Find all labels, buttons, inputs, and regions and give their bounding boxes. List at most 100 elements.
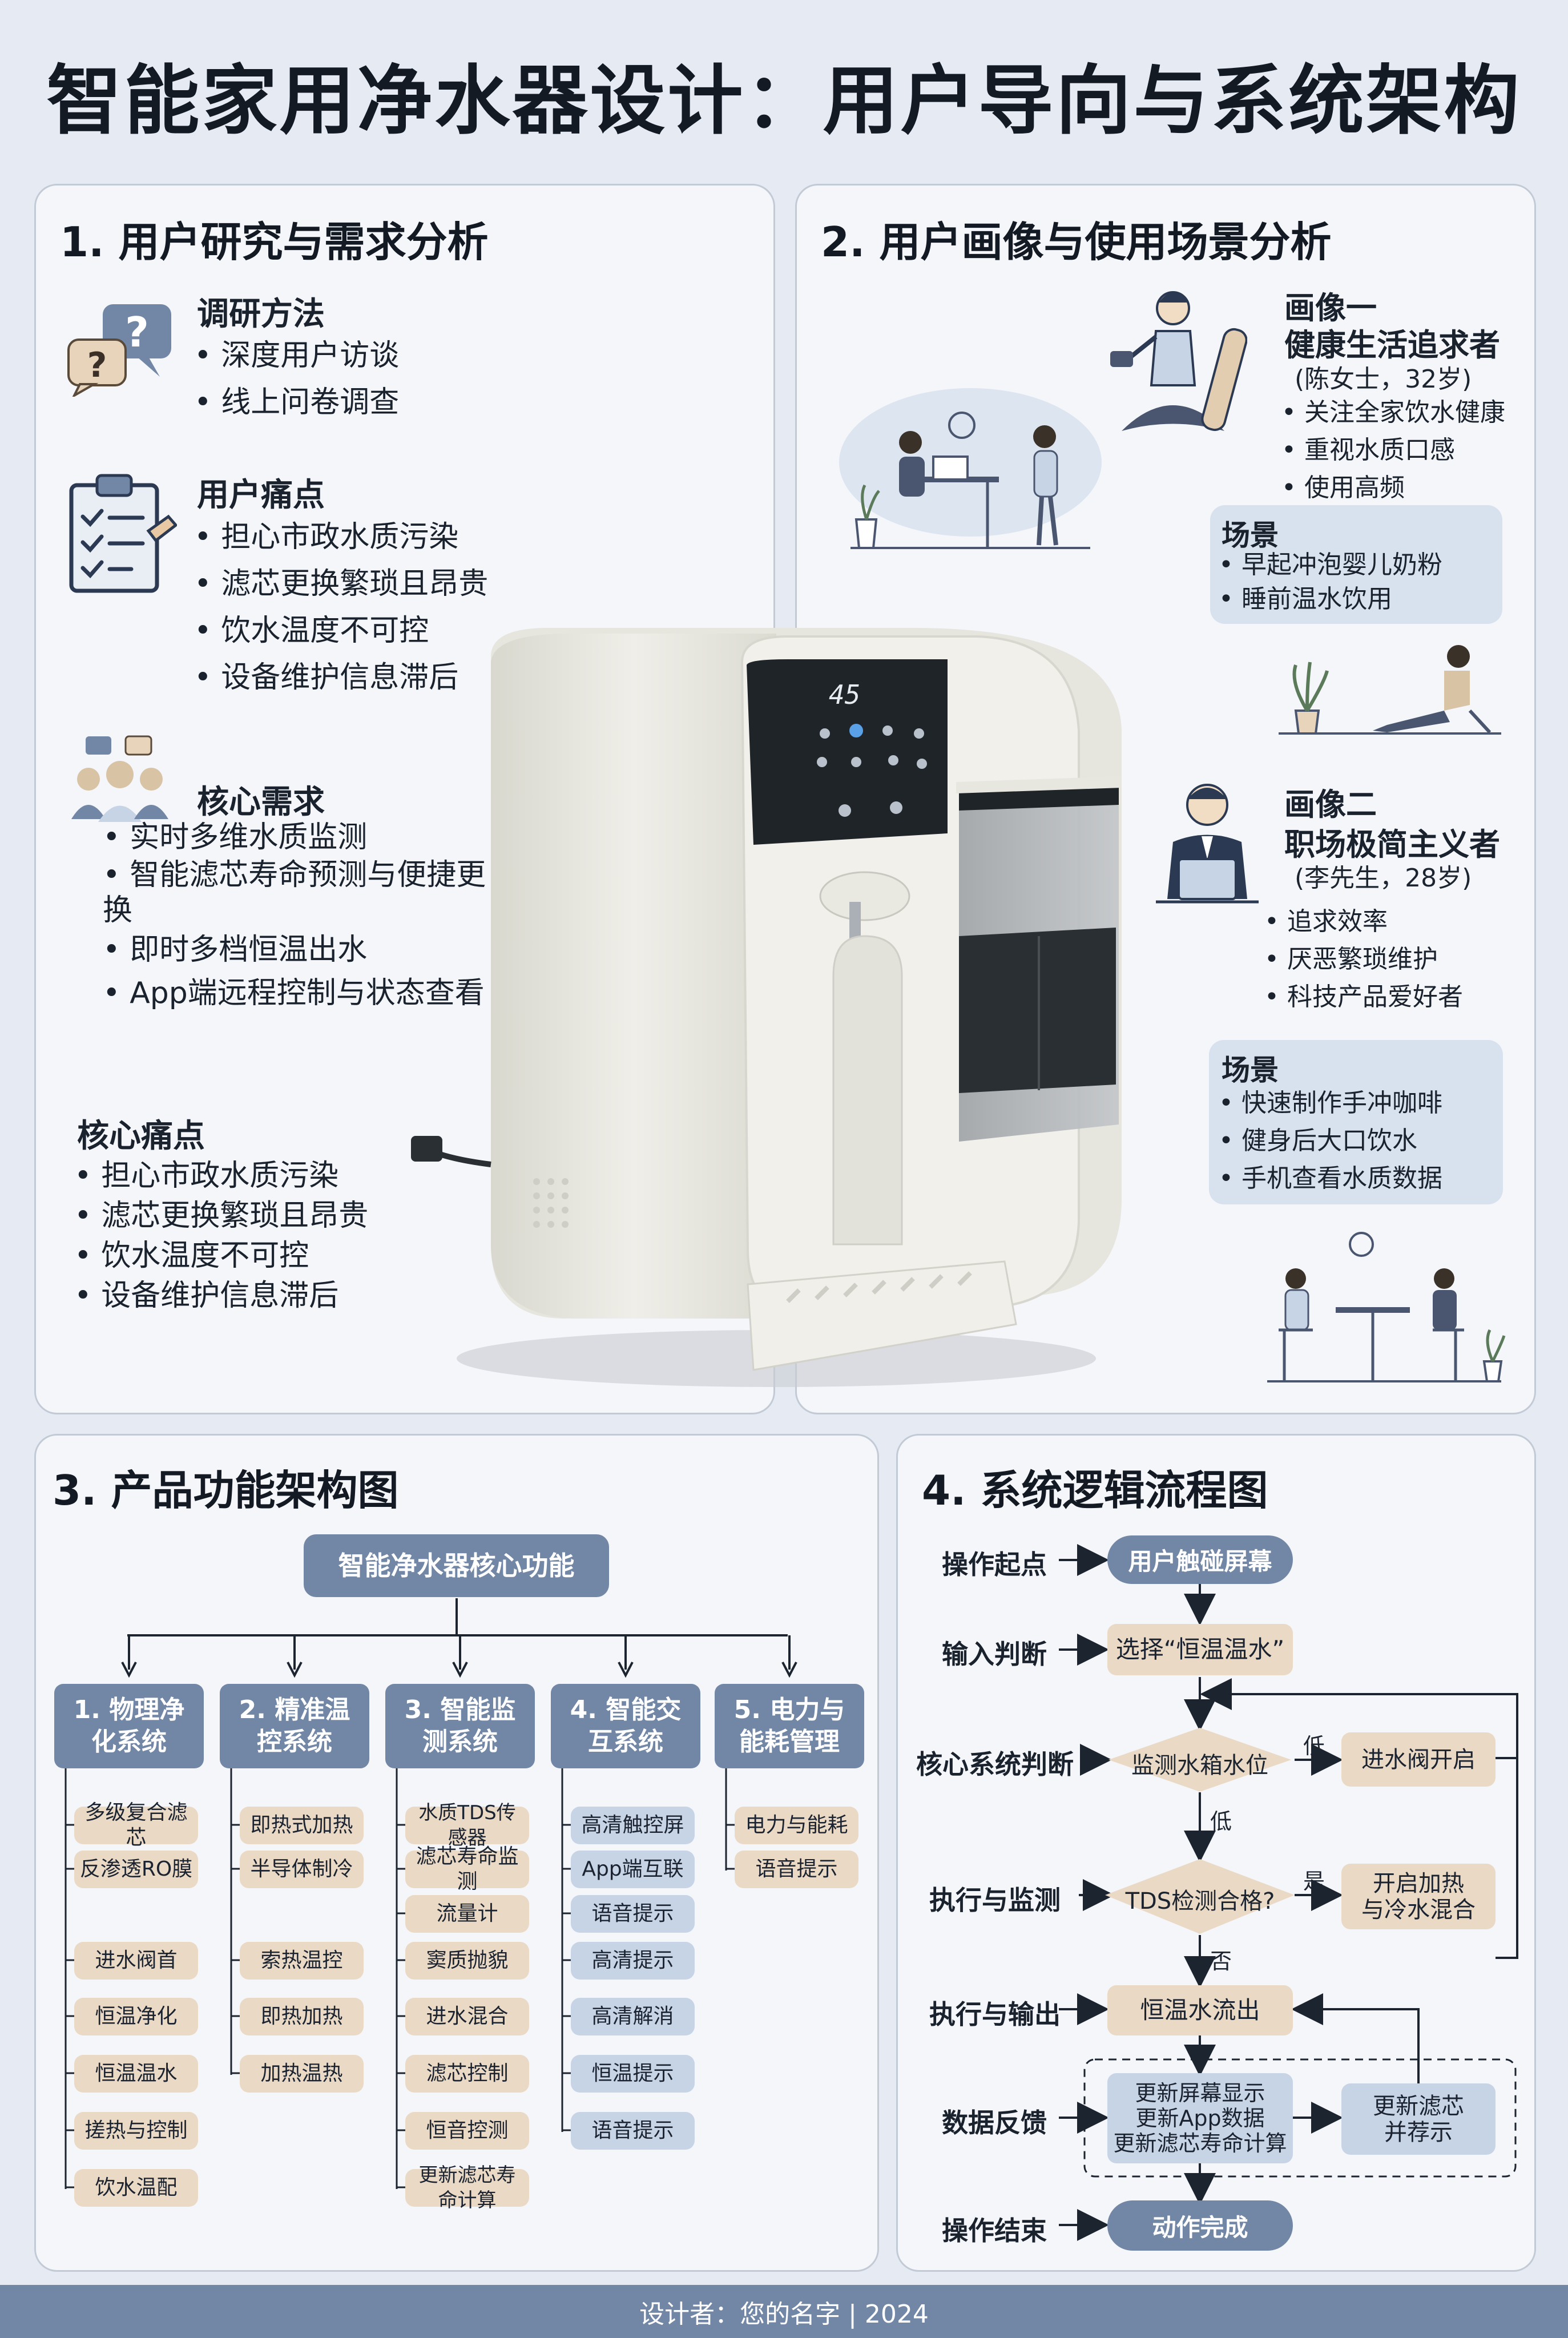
list-item: 健身后大口饮水 — [1219, 1122, 1442, 1160]
research-heading: 调研方法 — [197, 296, 325, 333]
flow-tds-check: TDS检测合格? — [1125, 1888, 1275, 1914]
architecture-item: 饮水温配 — [74, 2169, 198, 2207]
architecture-item: 流量计 — [405, 1895, 529, 1933]
list-item: 追求效率 — [1264, 903, 1463, 941]
architecture-item: 进水混合 — [405, 1998, 529, 2035]
list-item: 饮水温度不可控 — [74, 1236, 368, 1276]
list-item: 滤芯更换繁琐且昂贵 — [194, 561, 488, 607]
architecture-item: 恒温净化 — [74, 1998, 198, 2035]
architecture-item: 即热加热 — [240, 1998, 364, 2035]
list-item: 担心市政水质污染 — [74, 1156, 368, 1196]
architecture-item: 恒音控测 — [405, 2112, 529, 2150]
flow-level-check: 监测水箱水位 — [1131, 1752, 1268, 1779]
water-purifier-illustration — [411, 628, 1122, 1387]
page-title: 智能家用净水器设计：用户导向与系统架构 — [46, 57, 1522, 145]
architecture-item: 即热式加热 — [240, 1807, 364, 1844]
scene1-list: 早起冲泡婴儿奶粉 睡前温水饮用 — [1219, 548, 1442, 616]
needs-list: 实时多维水质监测 智能滤芯寿命预测与便捷更换 即时多档恒温出水 App端远程控制… — [103, 817, 491, 1015]
persona2-label: 画像二 — [1284, 787, 1377, 823]
architecture-item: 恒温温水 — [74, 2055, 198, 2093]
list-item: 实时多维水质监测 — [103, 817, 491, 857]
flow-update-screen: 更新屏幕显示 — [1135, 2081, 1265, 2106]
panel1-title: 1. 用户研究与需求分析 — [60, 218, 489, 266]
flow-label-execute-output: 执行与输出 — [929, 1999, 1061, 2030]
architecture-item: 进水阀首 — [74, 1942, 198, 1980]
panel2-title: 2. 用户画像与使用场景分析 — [821, 218, 1332, 266]
architecture-item: 反渗透RO膜 — [74, 1851, 198, 1888]
office-scene-illustration — [839, 388, 1102, 549]
list-item: 深度用户访谈 — [194, 332, 399, 379]
persona1-label: 画像一 — [1284, 290, 1377, 326]
chat-bubbles-icon: ? ? — [67, 304, 171, 397]
scene2-heading: 场景 — [1222, 1054, 1279, 1087]
flow-tds-no: 否 — [1210, 1949, 1232, 1974]
research-list: 深度用户访谈 线上问卷调查 — [194, 332, 399, 426]
list-item: 厌恶繁琐维护 — [1264, 941, 1463, 978]
device-temperature-display: 45 — [829, 679, 861, 710]
list-item: 线上问卷调查 — [194, 379, 399, 426]
architecture-item: 窦质抛貌 — [405, 1942, 529, 1980]
architecture-item: 加热温热 — [240, 2055, 364, 2093]
flow-label-start: 操作起点 — [942, 1549, 1047, 1580]
flow-label-input: 输入判断 — [942, 1639, 1047, 1670]
businessman-illustration — [1156, 784, 1259, 904]
flow-update-app: 更新App数据 — [1135, 2106, 1265, 2131]
svg-text:?: ? — [125, 308, 149, 356]
architecture-item: App端互联 — [571, 1851, 695, 1888]
flow-label-feedback: 数据反馈 — [942, 2107, 1047, 2138]
architecture-column-head: 5. 电力与能耗管理 — [715, 1684, 864, 1768]
clipboard-icon — [69, 474, 177, 593]
flow-update-filter-life: 更新滤芯寿命计算 — [1113, 2131, 1287, 2156]
pain-heading: 用户痛点 — [197, 477, 325, 514]
list-item: 即时多档恒温出水 — [103, 928, 491, 972]
list-item: 关注全家饮水健康 — [1281, 394, 1505, 432]
panel3-title: 3. 产品功能架构图 — [53, 1466, 399, 1514]
flow-tds-yes: 是 — [1303, 1869, 1325, 1894]
core-pain-heading: 核心痛点 — [77, 1118, 205, 1155]
flow-heat-node: 开启加热 与冷水混合 — [1341, 1864, 1496, 1929]
scene2-list: 快速制作手冲咖啡 健身后大口饮水 手机查看水质数据 — [1219, 1085, 1442, 1198]
yoga-woman-illustration — [1110, 291, 1247, 432]
core-pain-list: 担心市政水质污染 滤芯更换繁琐且昂贵 饮水温度不可控 设备维护信息滞后 — [74, 1156, 368, 1316]
persona2-name: 职场极简主义者 — [1284, 827, 1500, 862]
flow-end-node: 动作完成 — [1107, 2200, 1293, 2251]
persona2-traits: 追求效率 厌恶繁琐维护 科技产品爱好者 — [1264, 903, 1463, 1016]
persona1-traits: 关注全家饮水健康 重视水质口感 使用高频 — [1281, 394, 1505, 507]
architecture-item: 索热温控 — [240, 1942, 364, 1980]
list-item: 使用高频 — [1281, 469, 1505, 507]
persona1-name: 健康生活追求者 — [1284, 327, 1500, 363]
flow-select-node: 选择“恒温温水” — [1107, 1624, 1293, 1675]
footer: 设计者：您的名字 | 2024 — [0, 2285, 1568, 2338]
architecture-item: 语音提示 — [571, 1895, 695, 1933]
architecture-item: 高清提示 — [571, 1942, 695, 1980]
cafe-scene-illustration — [1267, 1232, 1506, 1382]
list-item: 早起冲泡婴儿奶粉 — [1219, 548, 1442, 582]
architecture-item: 高清触控屏 — [571, 1807, 695, 1844]
architecture-column-head: 4. 智能交互系统 — [551, 1684, 700, 1768]
architecture-item: 语音提示 — [735, 1851, 858, 1888]
list-item: 设备维护信息滞后 — [194, 654, 488, 701]
architecture-item: 语音提示 — [571, 2112, 695, 2150]
list-item: 睡前温水饮用 — [1219, 582, 1442, 616]
svg-text:?: ? — [87, 345, 107, 385]
architecture-column-head: 1. 物理净化系统 — [54, 1684, 204, 1768]
flow-level-low-down: 低 — [1210, 1809, 1232, 1834]
architecture-item: 恒温提示 — [571, 2055, 695, 2093]
flow-label-execute-monitor: 执行与监测 — [929, 1885, 1061, 1916]
list-item: 智能滤芯寿命预测与便捷更换 — [103, 857, 491, 928]
architecture-item: 高清解消 — [571, 1998, 695, 2035]
list-item: 快速制作手冲咖啡 — [1219, 1085, 1442, 1122]
list-item: 滤芯更换繁琐且昂贵 — [74, 1196, 368, 1236]
architecture-column-head: 2. 精准温控系统 — [220, 1684, 369, 1768]
pain-list: 担心市政水质污染 滤芯更换繁琐且昂贵 饮水温度不可控 设备维护信息滞后 — [194, 514, 488, 701]
flow-label-end: 操作结束 — [942, 2215, 1047, 2246]
scene1-heading: 场景 — [1222, 519, 1279, 552]
flow-start-node: 用户触碰屏幕 — [1107, 1535, 1293, 1584]
architecture-item: 滤芯控制 — [405, 2055, 529, 2093]
persona1-detail: (陈女士，32岁) — [1295, 365, 1472, 394]
list-item: 设备维护信息滞后 — [74, 1276, 368, 1316]
flow-update-node: 更新屏幕显示 更新App数据 更新滤芯寿命计算 — [1107, 2073, 1293, 2163]
flow-filter-node: 更新滤芯 并荐示 — [1341, 2083, 1496, 2155]
persona2-detail: (李先生，28岁) — [1295, 864, 1472, 893]
